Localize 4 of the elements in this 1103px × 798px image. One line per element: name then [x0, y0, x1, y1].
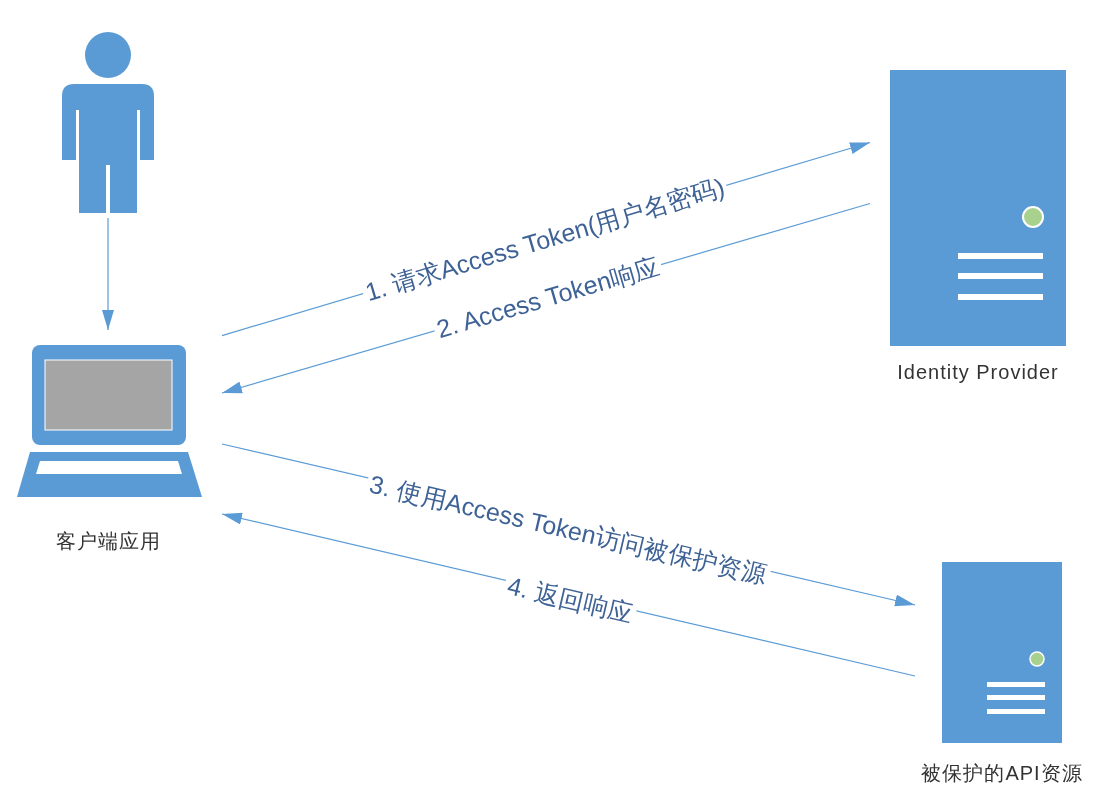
node-caption: Identity Provider [897, 361, 1059, 384]
node-caption: 被保护的API资源 [921, 761, 1083, 786]
arrow [102, 217, 114, 331]
node-caption: 客户端应用 [55, 529, 161, 554]
